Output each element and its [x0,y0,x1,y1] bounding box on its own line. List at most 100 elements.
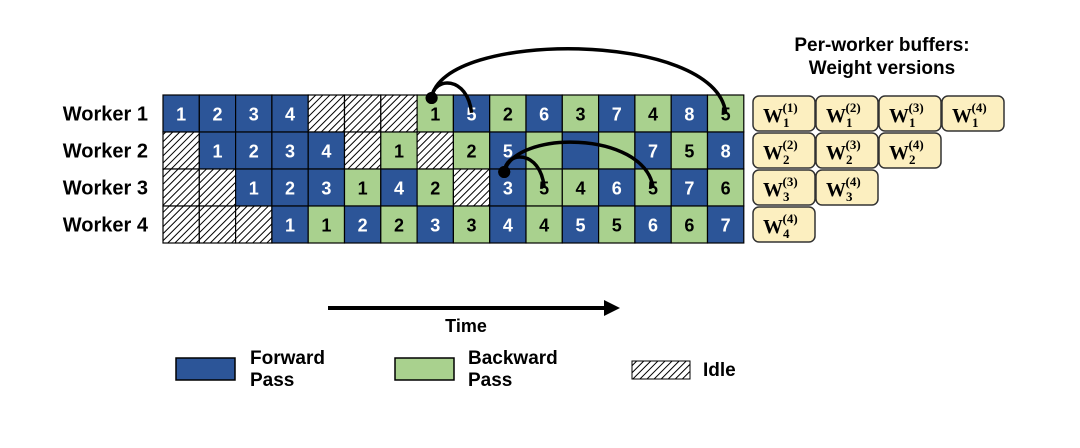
cell-number: 2 [430,179,440,199]
cell-number: 5 [575,216,585,236]
backward-cell [634,94,672,133]
weight-label: W1(1) [763,100,798,130]
dependency-dot [498,166,511,178]
cell-number: 4 [503,216,513,236]
cell-number: 3 [503,179,513,199]
cell-number: 2 [249,142,259,162]
cell-number: 6 [721,179,731,199]
cell-number: 1 [321,216,331,236]
backward-cell [561,168,600,207]
backward-cell [597,205,636,244]
idle-cell [307,94,346,133]
idle-cell [343,131,382,170]
cell-number: 3 [285,142,295,162]
idle-cell [235,205,273,244]
legend-forward-swatch [175,357,236,381]
cell-number: 5 [612,216,622,236]
cell-number: 1 [285,216,295,236]
cell-number: 2 [394,216,404,236]
cell-number: 2 [358,216,368,236]
backward-cell [525,205,563,244]
forward-cell [452,94,491,133]
weight-label: W1(2) [826,100,861,130]
dependency-arc [429,46,728,113]
backward-cell [525,131,563,170]
idle-cell [198,205,237,244]
idle-cell [452,168,491,207]
cell-number: 1 [249,179,259,199]
forward-cell [271,205,309,244]
cell-number: 3 [430,216,440,236]
backward-cell [489,94,527,133]
idle-cell [162,131,200,170]
cell-number: 1 [212,142,222,162]
cell-number: 4 [648,105,658,125]
weight-buffer [815,169,879,206]
cell-number: 5 [648,179,658,199]
cell-number: 7 [684,179,694,199]
weight-buffer [815,132,879,169]
cell-number: 3 [321,179,331,199]
cell-number: 7 [648,142,658,162]
weight-buffer [752,95,816,132]
weight-label: W1(4) [952,100,987,130]
idle-cell [416,131,455,170]
cell-number: 3 [575,105,585,125]
cell-number: 6 [612,179,622,199]
idle-cell [162,205,200,244]
backward-cell [525,168,563,207]
dependency-arc [502,155,546,188]
buffers-title-line1: Per-worker buffers: [794,35,970,56]
worker-label: Worker 4 [63,215,149,237]
cell-number: 5 [503,142,513,162]
forward-cell [525,94,563,133]
backward-cell [706,168,745,207]
cell-number: 2 [467,142,477,162]
buffers-title-line2: Weight versions [808,58,956,79]
cell-number: 2 [503,105,513,125]
forward-cell [597,168,636,207]
cell-number: 8 [721,142,731,162]
backward-cell [452,205,491,244]
cell-number: 6 [648,216,658,236]
weight-label: W1(3) [889,100,924,130]
backward-cell [380,205,418,244]
cell-number: 4 [539,216,549,236]
time-arrowhead [604,300,620,316]
forward-cell [416,205,455,244]
weight-buffer [878,132,942,169]
cell-number: 1 [358,179,368,199]
backward-cell [416,168,455,207]
cell-number: 5 [684,142,694,162]
weight-buffer [878,95,942,132]
forward-cell [670,168,709,207]
backward-cell [670,205,709,244]
cell-number: 4 [285,105,295,125]
backward-cell [452,131,491,170]
cell-number: 7 [721,216,731,236]
cell-number: 5 [721,105,731,125]
forward-cell [561,131,600,170]
forward-cell [271,168,309,207]
cell-number: 4 [575,179,585,199]
dependency-arc [429,81,474,114]
weight-buffer [752,132,816,169]
legend-forward-label: Forward Pass [250,348,325,391]
cell-number: 5 [539,179,549,199]
weight-buffer [941,95,1005,132]
weight-buffer [752,206,816,243]
cell-number: 6 [539,105,549,125]
legend-idle-swatch [631,360,691,380]
weight-label: W4(4) [763,211,798,241]
time-label: Time [445,316,487,336]
idle-cell [380,94,418,133]
weight-label: W3(3) [763,174,798,204]
weight-buffer [815,95,879,132]
worker-label: Worker 2 [63,141,148,163]
backward-cell [561,94,600,133]
weight-label: W2(3) [826,137,861,167]
cell-number: 8 [684,105,694,125]
cell-number: 7 [612,105,622,125]
cell-number: 1 [176,105,186,125]
cell-number: 3 [249,105,259,125]
